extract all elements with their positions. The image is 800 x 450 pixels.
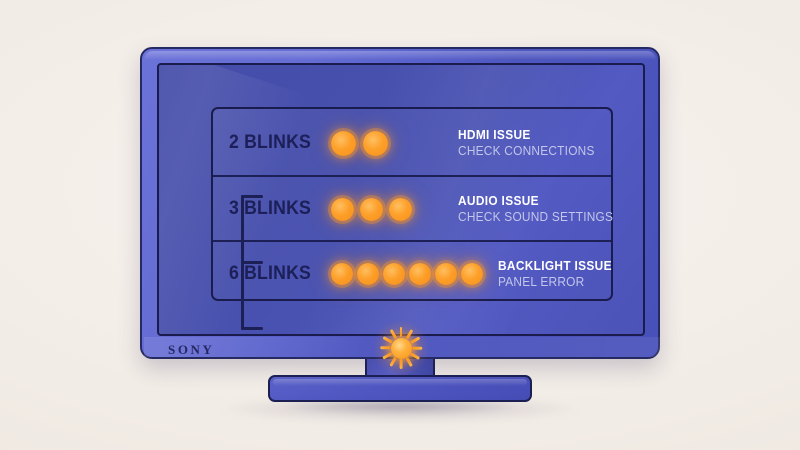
led-dot-icon <box>331 197 354 221</box>
tv-screen: 2 BLINKS HDMI ISSUE CHECK CONNECTIONS 3 … <box>157 63 645 336</box>
tv-body: 2 BLINKS HDMI ISSUE CHECK CONNECTIONS 3 … <box>140 47 660 359</box>
issue-description: AUDIO ISSUE CHECK SOUND SETTINGS <box>458 194 621 224</box>
led-ray-icon <box>412 346 422 350</box>
stand-shadow <box>250 398 550 414</box>
power-indicator-led <box>368 315 434 381</box>
led-dot-icon <box>383 263 405 285</box>
led-dot-icon <box>461 263 483 285</box>
led-ray-icon <box>380 346 390 350</box>
bracket-tick-row-1 <box>241 195 263 198</box>
blink-code-bracket <box>241 195 263 330</box>
issue-description: BACKLIGHT ISSUE PANEL ERROR <box>498 259 618 289</box>
bracket-tick-row-2 <box>241 261 263 264</box>
led-dot-icon <box>331 130 356 156</box>
issue-subtitle: PANEL ERROR <box>498 275 585 289</box>
issue-subtitle: CHECK CONNECTIONS <box>458 144 595 158</box>
blink-count-label: 3 BLINKS <box>229 198 311 219</box>
sony-logo: SONY <box>168 342 215 357</box>
blink-code-panel: 2 BLINKS HDMI ISSUE CHECK CONNECTIONS 3 … <box>211 107 613 330</box>
blink-code-row: 2 BLINKS HDMI ISSUE CHECK CONNECTIONS <box>213 110 611 176</box>
led-dot-icon <box>409 263 431 285</box>
led-dot-icon <box>435 263 457 285</box>
blink-count-label: 2 BLINKS <box>229 132 311 153</box>
led-dot-icon <box>360 197 383 221</box>
issue-subtitle: CHECK SOUND SETTINGS <box>458 210 614 224</box>
led-dot-group <box>331 263 483 285</box>
led-dot-icon <box>331 263 353 285</box>
led-dot-icon <box>389 197 412 221</box>
led-dot-group <box>331 130 388 156</box>
led-dot-group <box>331 197 412 221</box>
bracket-tick-row-3 <box>241 327 263 330</box>
tv-stand-base <box>268 375 532 402</box>
led-ray-icon <box>399 359 403 369</box>
issue-description: HDMI ISSUE CHECK CONNECTIONS <box>458 128 602 158</box>
issue-title: AUDIO ISSUE <box>458 194 539 208</box>
led-dot-icon <box>357 263 379 285</box>
issue-title: BACKLIGHT ISSUE <box>498 259 612 273</box>
blink-code-row: 6 BLINKS BACKLIGHT ISSUE PANEL ERROR <box>213 240 612 306</box>
blink-count-label: 6 BLINKS <box>229 263 311 284</box>
blink-code-row: 3 BLINKS AUDIO ISSUE CHECK SOUND SETTING… <box>213 175 613 241</box>
issue-title: HDMI ISSUE <box>458 128 531 142</box>
led-core-icon <box>390 337 412 359</box>
led-ray-icon <box>399 327 403 337</box>
led-dot-icon <box>363 130 388 156</box>
